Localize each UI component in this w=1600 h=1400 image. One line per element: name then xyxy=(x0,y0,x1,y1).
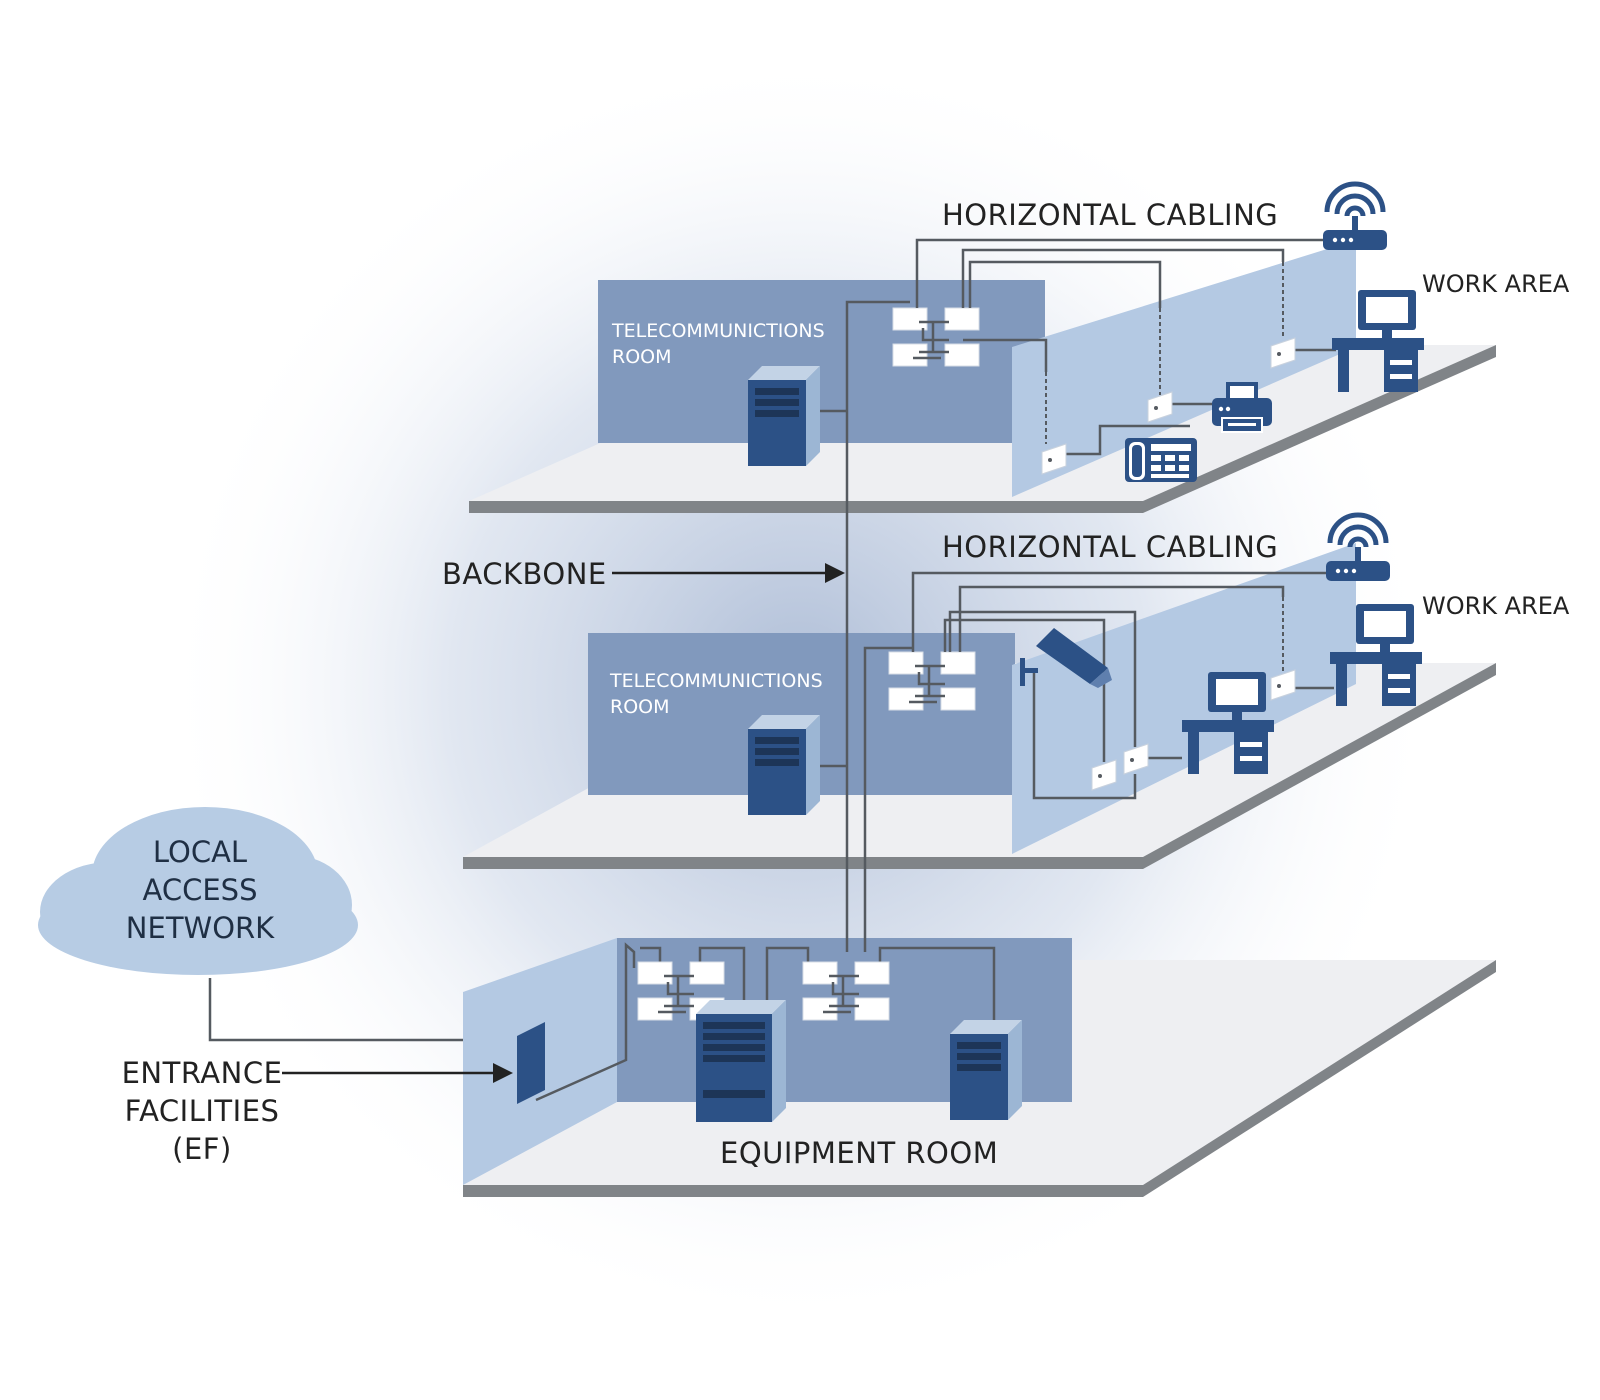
desk-phone-icon xyxy=(1125,438,1197,482)
server-tower-icon xyxy=(950,1020,1022,1120)
telecom-room-label-top-line-2: ROOM xyxy=(612,346,672,368)
horizontal-cabling-top xyxy=(915,238,1336,456)
printer-icon xyxy=(1212,382,1272,433)
backbone-label: BACKBONE xyxy=(442,557,607,591)
entrance-facilities-label-line-1: ENTRANCE xyxy=(122,1056,283,1090)
horizontal-cabling-middle xyxy=(911,571,1334,800)
work-area-label-top: WORK AREA xyxy=(1422,270,1570,298)
server-tower-icon xyxy=(696,1000,786,1122)
server-tower-icon xyxy=(748,715,820,815)
cloud-label-line-3: NETWORK xyxy=(126,911,275,945)
work-area-glass-wall-top xyxy=(1012,240,1356,497)
server-tower-icon xyxy=(748,366,820,466)
cloud-label-line-1: LOCAL xyxy=(153,835,247,869)
horizontal-cabling-label-middle: HORIZONTAL CABLING xyxy=(942,530,1278,564)
horizontal-cabling-label-top: HORIZONTAL CABLING xyxy=(942,198,1278,232)
entrance-arrow xyxy=(282,1063,513,1083)
wifi-router-icon xyxy=(1323,184,1387,250)
entrance-panel-icon xyxy=(517,1022,545,1104)
work-area-label-middle: WORK AREA xyxy=(1422,592,1570,620)
backbone-arrow xyxy=(612,563,845,583)
local-access-network-cloud: LOCAL ACCESS NETWORK xyxy=(38,807,358,975)
entrance-facilities-label-line-3: (EF) xyxy=(172,1132,232,1166)
telecom-room-label-top-line-1: TELECOMMUNICTIONS xyxy=(611,320,825,342)
security-camera-icon xyxy=(1020,628,1112,688)
access-network-link xyxy=(208,978,463,1042)
telecom-room-label-middle-line-1: TELECOMMUNICTIONS xyxy=(609,670,823,692)
equipment-room-label: EQUIPMENT ROOM xyxy=(720,1136,998,1170)
equipment-room-cabling xyxy=(535,942,996,1102)
entrance-facilities-label-line-2: FACILITIES xyxy=(125,1094,280,1128)
backbone-cable xyxy=(820,300,914,952)
cloud-label-line-2: ACCESS xyxy=(143,873,258,907)
telecom-room-label-middle-line-2: ROOM xyxy=(610,696,670,718)
